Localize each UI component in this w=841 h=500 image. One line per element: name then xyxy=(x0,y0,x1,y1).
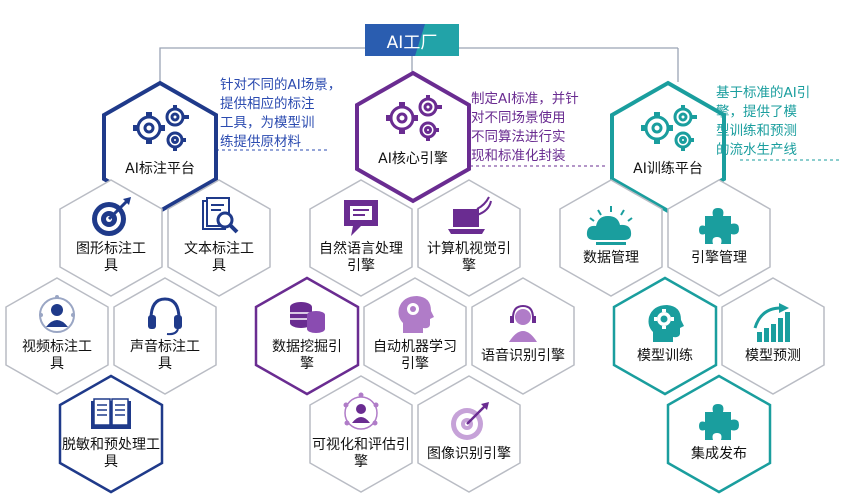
engine-label: 计算机视觉引擎 xyxy=(427,241,511,274)
description-line: 对不同场景使用 xyxy=(471,110,566,126)
tool-label: 脱敏和预处理工具 xyxy=(62,437,160,470)
chat-bubble-icon xyxy=(339,195,383,239)
engine-label: 数据挖掘引擎 xyxy=(272,339,342,372)
module-label: 模型训练 xyxy=(637,347,693,364)
tool-label: 文本标注工具 xyxy=(184,241,254,274)
module-label: 数据管理 xyxy=(583,249,639,266)
engine-label: 可视化和评估引擎 xyxy=(312,437,410,470)
book-icon xyxy=(87,391,135,435)
gears-icon xyxy=(378,92,448,146)
gears-icon xyxy=(633,102,703,156)
video-person-icon xyxy=(35,293,79,337)
description-line: 练提供原材料 xyxy=(220,134,301,150)
module-label: 模型预测 xyxy=(745,347,801,364)
engine-label: 自动机器学习引擎 xyxy=(373,339,457,372)
ai-factory-title: AI工厂 xyxy=(365,24,459,56)
engine-nlp: 自然语言处理引擎 xyxy=(308,178,414,298)
module-data-management: 数据管理 xyxy=(558,178,664,298)
dartboard-icon xyxy=(447,400,491,444)
gears-icon xyxy=(125,102,195,156)
engine-label: 图像识别引擎 xyxy=(427,445,511,462)
description-line: 型训练和预测 xyxy=(716,123,797,139)
engine-label: 自然语言处理引擎 xyxy=(319,241,403,274)
speaker-person-icon xyxy=(501,302,545,346)
brain-gear-icon xyxy=(643,302,687,346)
title-box-shape xyxy=(365,24,459,56)
user-network-icon xyxy=(339,391,383,435)
training-platform: AI训练平台 xyxy=(609,80,727,214)
engine-visualization: 可视化和评估引擎 xyxy=(308,374,414,494)
module-engine-management: 引擎管理 xyxy=(666,178,772,298)
description-line: 基于标准的AI引 xyxy=(716,85,811,101)
training-platform-description: 基于标准的AI引 擎，提供了模 型训练和预测 的流水生产线 xyxy=(716,84,810,160)
puzzle-icon xyxy=(697,204,741,248)
engine-computer-vision: 计算机视觉引擎 xyxy=(416,178,522,298)
title-text: AI工厂 xyxy=(386,32,438,53)
description-line: 制定AI标准，并针 xyxy=(471,91,579,107)
module-label: 集成发布 xyxy=(691,445,747,462)
core-engine-label: AI核心引擎 xyxy=(378,151,448,167)
laptop-wifi-icon xyxy=(445,195,493,239)
module-model-prediction: 模型预测 xyxy=(720,276,826,396)
brain-head-icon xyxy=(393,293,437,337)
tool-video-annotation: 视频标注工具 xyxy=(4,276,110,396)
headset-icon xyxy=(143,293,187,337)
module-model-training: 模型训练 xyxy=(612,276,718,396)
chart-up-icon xyxy=(751,302,795,346)
target-icon xyxy=(89,195,133,239)
module-label: 引擎管理 xyxy=(691,249,747,266)
engine-image-recognition: 图像识别引擎 xyxy=(416,374,522,494)
tool-graphic-annotation: 图形标注工具 xyxy=(58,178,164,298)
engine-speech-recognition: 语音识别引擎 xyxy=(470,276,576,396)
document-search-icon xyxy=(197,195,241,239)
module-integration-release: 集成发布 xyxy=(666,374,772,494)
cloud-icon xyxy=(584,204,638,248)
tool-text-annotation: 文本标注工具 xyxy=(166,178,272,298)
description-line: 提供相应的标注 xyxy=(220,96,315,112)
training-platform-label: AI训练平台 xyxy=(633,161,703,177)
engine-data-mining: 数据挖掘引擎 xyxy=(254,276,360,396)
core-engine-platform: AI核心引擎 xyxy=(354,70,472,204)
tool-label: 视频标注工具 xyxy=(22,339,92,372)
tool-audio-annotation: 声音标注工具 xyxy=(112,276,218,396)
tool-desensitization: 脱敏和预处理工具 xyxy=(58,374,164,494)
coins-icon xyxy=(285,293,329,337)
description-line: 的流水生产线 xyxy=(716,142,797,158)
tool-label: 图形标注工具 xyxy=(76,241,146,274)
description-line: 不同算法进行实 xyxy=(471,129,566,145)
core-engine-description: 制定AI标准，并针 对不同场景使用 不同算法进行实 现和标准化封装 xyxy=(471,90,579,166)
description-line: 工具，为模型训 xyxy=(220,115,315,131)
engine-label: 语音识别引擎 xyxy=(481,347,565,364)
annotation-platform-description: 针对不同的AI场景， 提供相应的标注 工具，为模型训 练提供原材料 xyxy=(220,76,341,152)
description-line: 擎，提供了模 xyxy=(716,104,797,120)
annotation-platform-label: AI标注平台 xyxy=(125,161,195,177)
engine-automl: 自动机器学习引擎 xyxy=(362,276,468,396)
description-line: 针对不同的AI场景， xyxy=(220,77,342,93)
tool-label: 声音标注工具 xyxy=(130,339,200,372)
description-line: 现和标准化封装 xyxy=(471,148,566,164)
puzzle-icon xyxy=(697,400,741,444)
